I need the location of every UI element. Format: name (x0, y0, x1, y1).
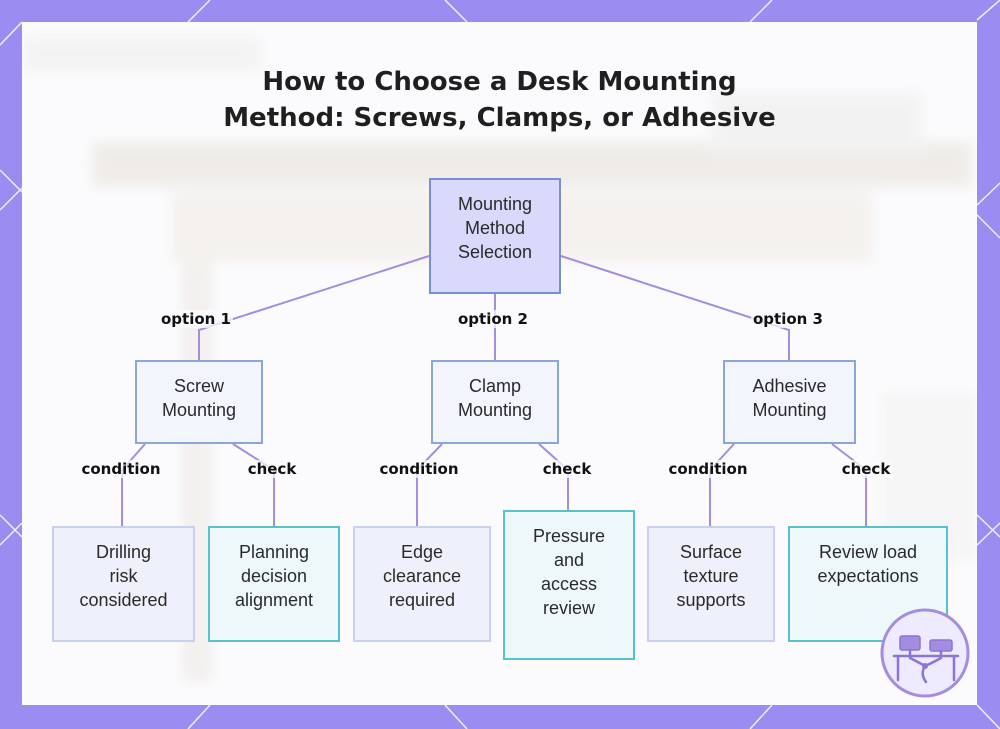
node-adhesive-mounting: Adhesive Mounting (723, 360, 856, 444)
edge-adhesive-surface (709, 443, 735, 526)
node-line: risk (109, 566, 138, 586)
node-line: Adhesive (752, 376, 827, 396)
node-line: Mounting (457, 194, 533, 214)
node-line: clearance (382, 566, 462, 586)
edge-screw-drilling (121, 443, 146, 526)
node-line: expectations (817, 566, 919, 586)
node-line: decision (240, 566, 308, 586)
edge-adhesive-review (831, 443, 867, 526)
node-line: alignment (234, 590, 314, 610)
node-line: Planning (238, 542, 310, 562)
node-line: Mounting (457, 400, 533, 420)
node-line: Selection (457, 242, 533, 262)
node-edge-clearance-required: Edge clearance required (353, 526, 491, 642)
desk-setup-logo-icon (880, 608, 970, 698)
node-line: and (553, 550, 585, 570)
node-line: required (388, 590, 456, 610)
edge-label-condition: condition (377, 460, 461, 478)
edge-label-condition: condition (666, 460, 750, 478)
node-line: Edge (400, 542, 444, 562)
edge-label-option-1: option 1 (159, 310, 233, 328)
edge-label-check: check (540, 460, 594, 478)
edge-screw-planning (232, 443, 275, 526)
edge-label-option-2: option 2 (456, 310, 530, 328)
node-mounting-method-selection: Mounting Method Selection (429, 178, 561, 294)
edge-label-condition: condition (79, 460, 163, 478)
node-line: Review load (818, 542, 918, 562)
node-line: Method (464, 218, 526, 238)
edge-root-screw (198, 255, 430, 360)
edge-clamp-edge (416, 443, 443, 526)
title-line-1: How to Choose a Desk Mounting (262, 67, 737, 97)
node-clamp-mounting: Clamp Mounting (431, 360, 559, 444)
node-line: supports (676, 590, 746, 610)
node-line: texture (683, 566, 739, 586)
node-line: Mounting (752, 400, 827, 420)
node-screw-mounting: Screw Mounting (135, 360, 263, 444)
node-line: access (540, 574, 598, 594)
node-line: considered (79, 590, 168, 610)
edge-label-option-3: option 3 (751, 310, 825, 328)
node-line: review (542, 598, 595, 618)
node-line: Mounting (161, 400, 237, 420)
node-planning-decision-alignment: Planning decision alignment (208, 526, 340, 642)
edge-label-check: check (245, 460, 299, 478)
edge-root-adhesive (560, 255, 790, 360)
edge-label-check: check (839, 460, 893, 478)
node-pressure-and-access-review: Pressure and access review (503, 510, 635, 660)
diagram-panel: How to Choose a Desk Mounting Method: Sc… (22, 22, 977, 705)
node-surface-texture-supports: Surface texture supports (647, 526, 775, 642)
diagram-title: How to Choose a Desk Mounting Method: Sc… (22, 64, 977, 136)
node-line: Surface (679, 542, 743, 562)
node-line: Drilling (95, 542, 151, 562)
node-line: Pressure (532, 526, 606, 546)
node-line: Screw (173, 376, 224, 396)
node-line: Clamp (468, 376, 521, 396)
node-drilling-risk-considered: Drilling risk considered (52, 526, 195, 642)
title-line-2: Method: Screws, Clamps, or Adhesive (223, 103, 776, 133)
